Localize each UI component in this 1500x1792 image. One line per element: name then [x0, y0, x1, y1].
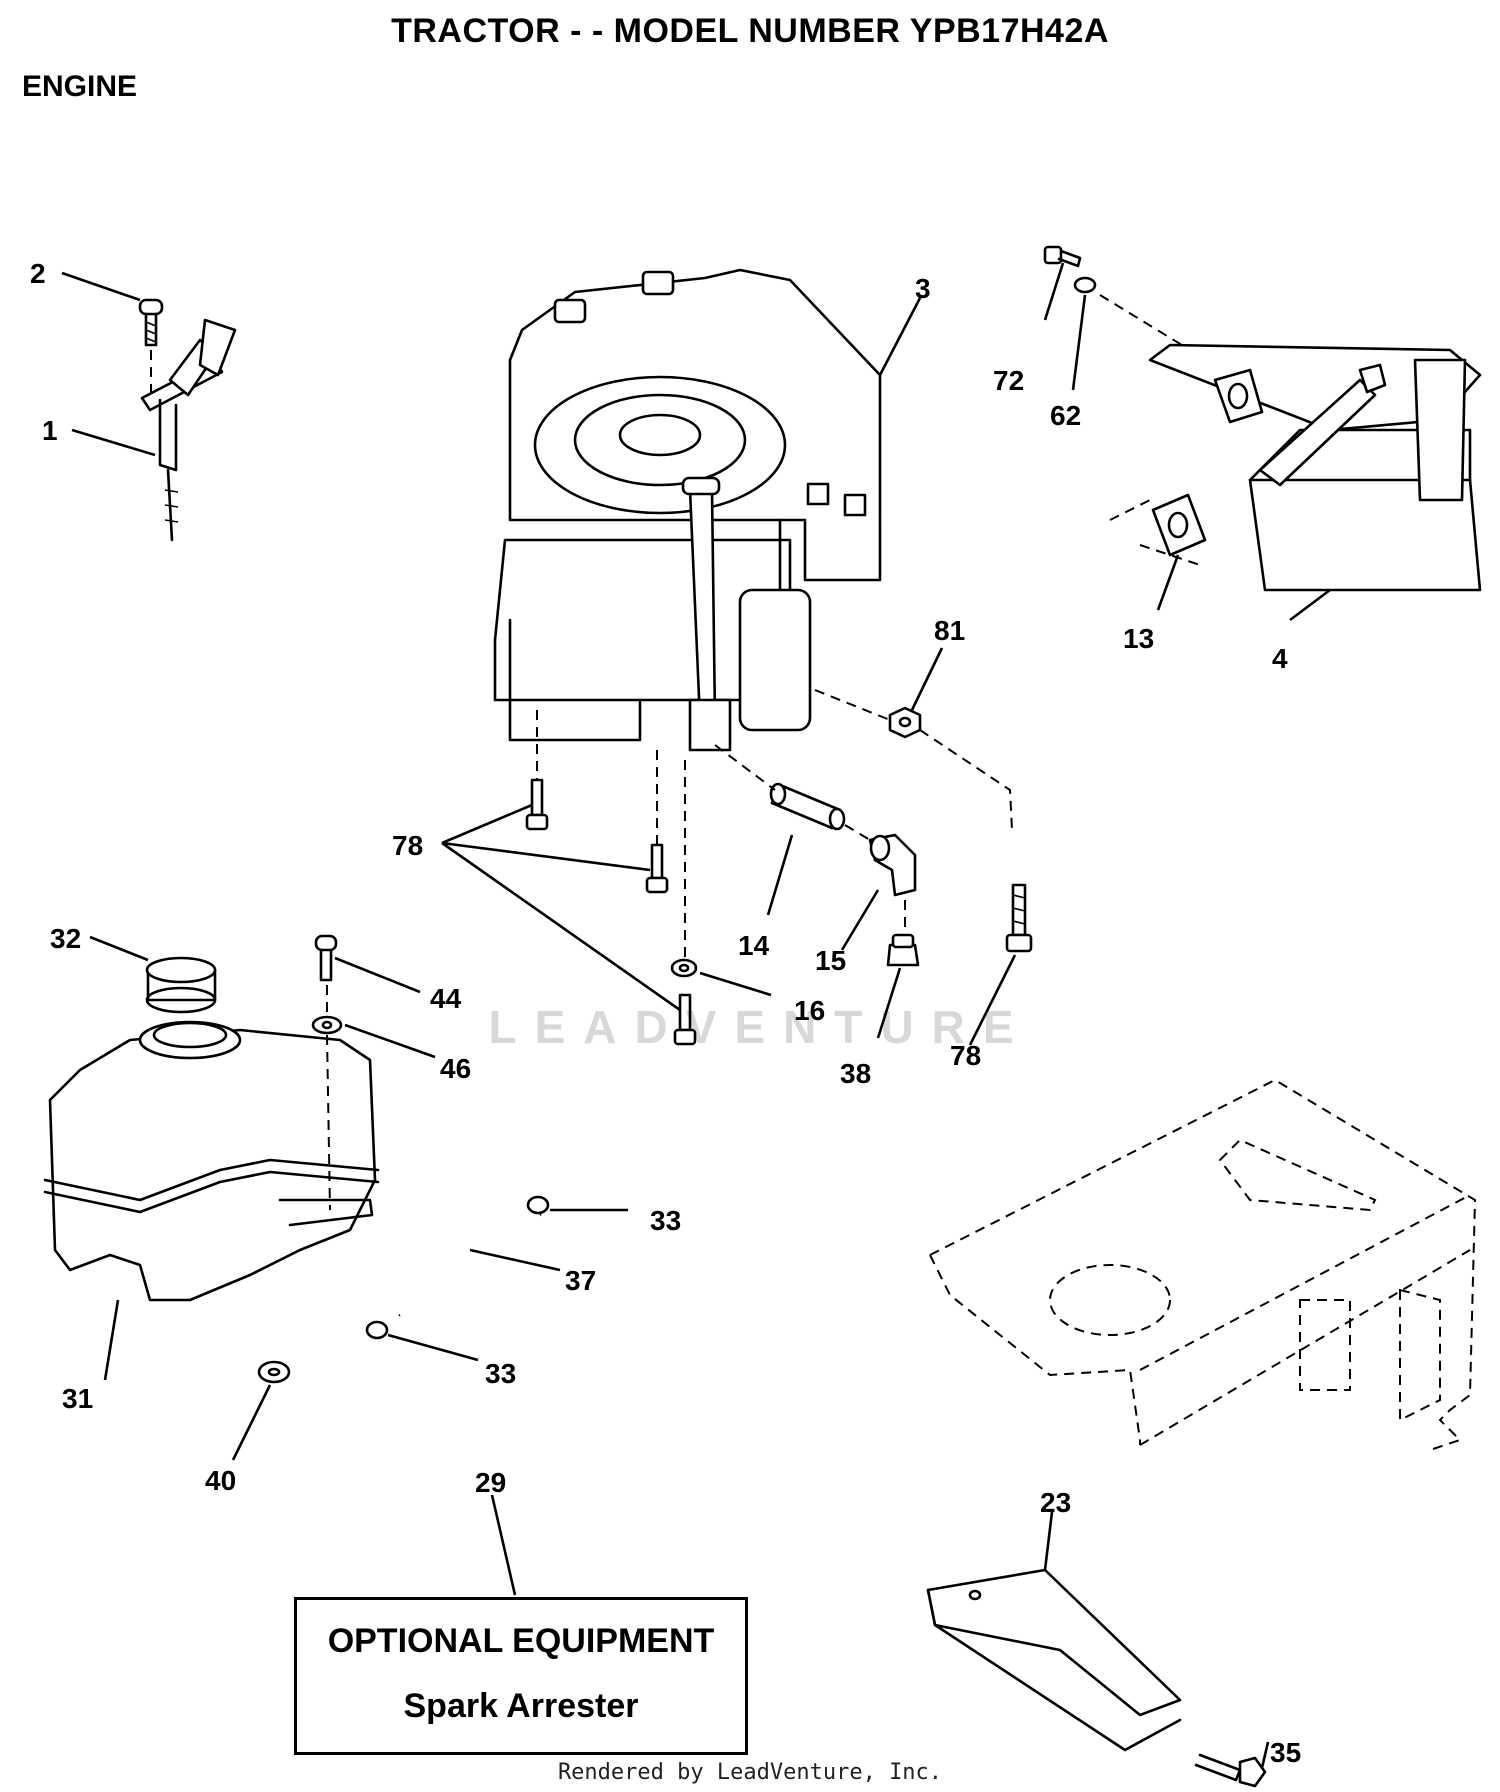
- part-35-screw: [1194, 1753, 1267, 1788]
- callout-35: 35: [1270, 1737, 1301, 1768]
- callout-3: 3: [915, 273, 931, 304]
- part-14-drain-pipe: [769, 782, 846, 831]
- part-33-hose-clamps: [365, 1195, 550, 1340]
- part-16-washer: [670, 958, 698, 978]
- part-13-gasket: [1151, 493, 1207, 557]
- watermark: LEADVENTURE: [488, 1001, 1032, 1053]
- optional-equipment-box: OPTIONAL EQUIPMENT Spark Arrester: [294, 1597, 748, 1755]
- callout-72: 72: [993, 365, 1024, 396]
- callout-44: 44: [430, 983, 462, 1014]
- part-23-bracket: [926, 1568, 1182, 1752]
- callout-13: 13: [1123, 623, 1154, 654]
- optional-equipment-title: OPTIONAL EQUIPMENT: [327, 1622, 715, 1660]
- callout-29: 29: [475, 1467, 506, 1498]
- callout-81: 81: [934, 615, 965, 646]
- part-31-fuel-tank: [43, 1020, 380, 1302]
- optional-equipment-item: Spark Arrester: [403, 1687, 639, 1725]
- callout-37: 37: [565, 1265, 596, 1296]
- part-44-screw: [314, 934, 338, 982]
- callout-14: 14: [738, 930, 770, 961]
- callout-31: 31: [62, 1383, 93, 1414]
- callout-4: 4: [1272, 643, 1288, 674]
- callout-1: 1: [42, 415, 58, 446]
- section-title: ENGINE: [22, 70, 138, 103]
- callout-78-group: 78: [392, 830, 423, 861]
- part-72-bolt: [1043, 245, 1082, 268]
- part-38-drain-cap: [886, 933, 920, 967]
- callout-2: 2: [30, 258, 46, 289]
- leader-lines: [61, 262, 1331, 1769]
- exhaust-gasket-top: [1213, 368, 1264, 424]
- part-46-washer: [311, 1015, 343, 1035]
- part-1-throttle-control: [140, 318, 237, 542]
- part-37-fuel-line: [398, 1212, 542, 1318]
- part-81-nut: [888, 706, 922, 739]
- callout-38: 38: [840, 1058, 871, 1089]
- part-15-elbow: [868, 833, 917, 897]
- callout-40: 40: [205, 1465, 236, 1496]
- part-32-fuel-cap: [145, 956, 217, 1014]
- callout-62: 62: [1050, 400, 1081, 431]
- callout-23: 23: [1040, 1487, 1071, 1518]
- callout-46: 46: [440, 1053, 471, 1084]
- footer-credit: Rendered by LeadVenture, Inc.: [557, 1760, 943, 1785]
- callout-33-upper: 33: [650, 1205, 681, 1236]
- part-4-muffler: [1148, 343, 1482, 592]
- part-62-washer: [1073, 276, 1097, 294]
- callout-33-lower: 33: [485, 1358, 516, 1389]
- part-40-grommet: [257, 1360, 291, 1384]
- part-3-engine: [493, 268, 882, 752]
- callout-78-single: 78: [950, 1040, 981, 1071]
- part-2-screw: [138, 298, 164, 347]
- callout-32: 32: [50, 923, 81, 954]
- callout-16: 16: [794, 995, 825, 1026]
- part-78-bolts: [525, 778, 1033, 1046]
- callout-15: 15: [815, 945, 846, 976]
- page-title: TRACTOR - - MODEL NUMBER YPB17H42A: [391, 12, 1109, 50]
- chassis-frame-reference: [929, 1078, 1477, 1451]
